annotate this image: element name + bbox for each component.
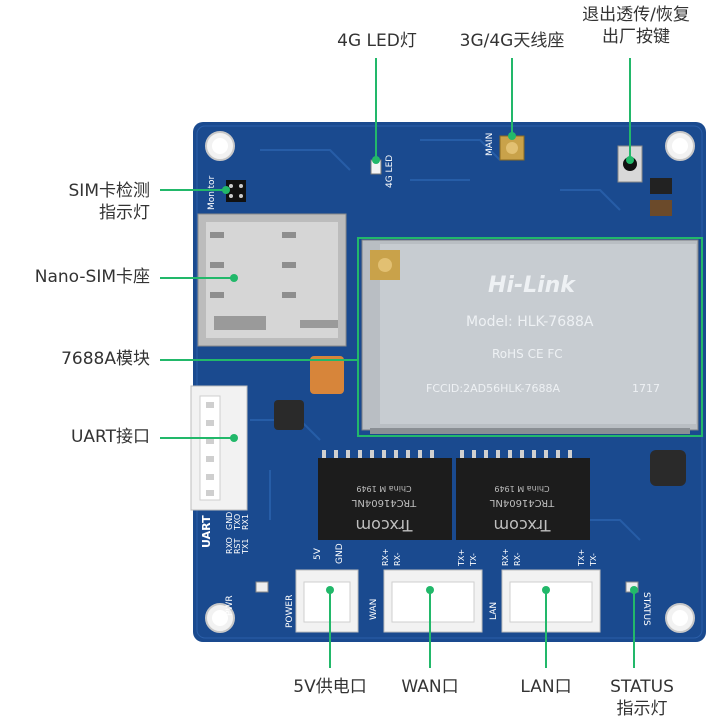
silk-main: MAIN: [485, 133, 495, 156]
silk-uart-pin-4: RST: [233, 538, 242, 554]
transformer-left-brand: Trxcom: [356, 516, 414, 535]
silk-gnd: GND: [335, 543, 345, 564]
transformer-right-part: TRC41604NL: [489, 497, 555, 508]
label-status: STATUS 指示灯: [590, 676, 694, 720]
silk-wan-txp: TX+: [457, 549, 466, 567]
silk-power: POWER: [285, 595, 295, 628]
silk-uart-pin-2: RXO: [225, 537, 234, 554]
label-reset: 退出透传/恢复 出厂按键: [566, 4, 706, 48]
module-highlight-box: [357, 237, 703, 437]
label-nano-sim: Nano-SIM卡座: [34, 267, 150, 287]
silk-lan-txp: TX+: [577, 549, 586, 567]
transformer-right-brand: Trxcom: [494, 516, 552, 535]
silk-wan-rxm: RX-: [393, 552, 402, 566]
silk-lan-txm: TX-: [589, 553, 598, 567]
transformer-right-origin: China M 1949: [494, 484, 549, 493]
silk-wan: WAN: [369, 599, 379, 620]
inductor-2: [650, 450, 686, 486]
silk-uart-pin-5: RX1: [241, 514, 250, 530]
silk-lan-rxm: RX-: [513, 552, 522, 566]
label-uart: UART接口: [70, 427, 150, 447]
silk-5v: 5V: [313, 547, 323, 560]
module-brand: Hi-Link: [488, 273, 576, 298]
label-module: 7688A模块: [61, 349, 150, 369]
module-model: Model: HLK-7688A: [466, 314, 594, 330]
label-status-line1: STATUS: [610, 677, 674, 697]
transformer-left: [318, 458, 452, 540]
module-date: 1717: [632, 382, 660, 395]
silk-wan-rxp: RX+: [381, 548, 390, 566]
label-sim-indicator-line1: SIM卡检测: [68, 181, 150, 201]
label-wan: WAN口: [401, 677, 459, 697]
label-reset-line2: 出厂按键: [602, 27, 670, 47]
label-lan: LAN口: [520, 677, 572, 697]
leader-lines: [160, 58, 635, 668]
label-status-line2: 指示灯: [616, 699, 668, 719]
label-sim-indicator-line2: 指示灯: [99, 203, 150, 223]
pwr-led: [255, 581, 269, 593]
silk-pwr: PWR: [225, 595, 235, 616]
transformer-left-origin: China M 1949: [356, 484, 411, 493]
silk-uart: UART: [200, 515, 213, 548]
silk-monitor: Monitor: [207, 175, 217, 210]
transformer-left-part: TRC41604NL: [351, 497, 417, 508]
label-led-4g: 4G LED灯: [337, 31, 417, 51]
module-cert: RoHS CE FC: [492, 347, 563, 361]
mount-holes: [205, 131, 695, 633]
label-sim-indicator: SIM卡检测 指示灯: [69, 180, 150, 224]
silk-lan-rxp: RX+: [501, 548, 510, 566]
leader-dots: [222, 132, 638, 594]
silk-4g-led: 4G LED: [385, 155, 395, 188]
module-fcc: FCCID:2AD56HLK-7688A: [426, 382, 561, 395]
silk-wan-txm: TX-: [469, 553, 478, 567]
transformer-right: [456, 458, 590, 540]
silk-uart-pin-6: TX1: [241, 539, 250, 555]
label-reset-line1: 退出透传/恢复: [582, 5, 690, 25]
silk-uart-pin-1: GND: [225, 512, 234, 530]
silk-lan: LAN: [489, 602, 499, 620]
capacitor: [310, 356, 344, 394]
label-power-5v: 5V供电口: [293, 677, 367, 697]
inductor: [274, 400, 304, 430]
silk-uart-pin-3: TXO: [233, 514, 242, 531]
label-antenna: 3G/4G天线座: [459, 31, 565, 51]
silk-status: STATUS: [641, 592, 651, 626]
